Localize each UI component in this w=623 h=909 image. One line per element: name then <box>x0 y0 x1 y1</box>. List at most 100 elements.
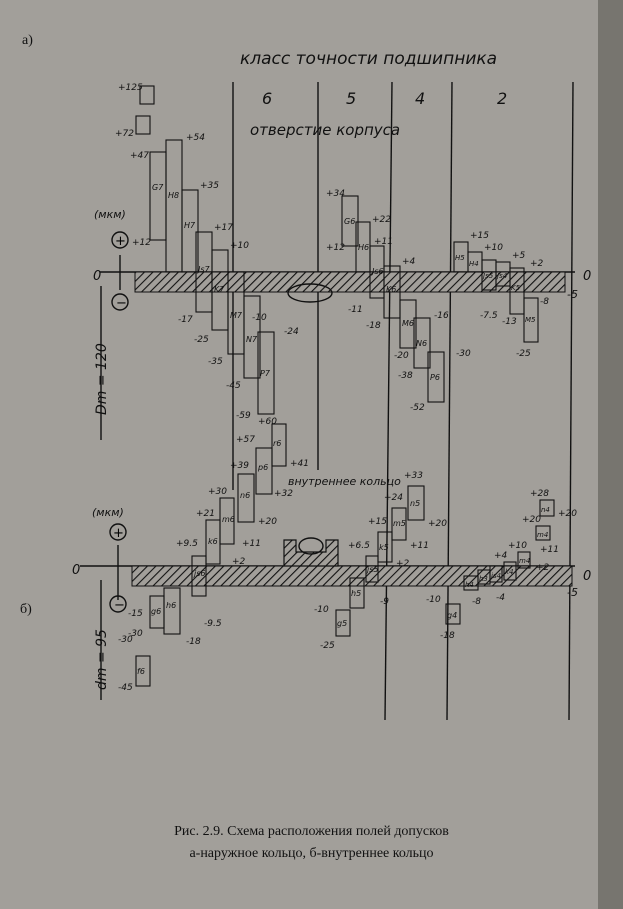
class-divider <box>568 81 574 721</box>
field-name: h3 <box>479 575 488 583</box>
field-upper: -16 <box>434 311 449 321</box>
outer-fields-class-6: G7 +47 +12 H8 +54 H7 +35 Js7 +17 -17 K7 … <box>130 133 299 421</box>
field-name: g4 <box>447 611 457 620</box>
field-name: M6 <box>402 319 414 328</box>
field-name: H8 <box>168 191 179 200</box>
field-f6 <box>135 655 151 687</box>
unit-label: (мкм) <box>94 208 126 221</box>
field-upper: +4 <box>494 551 508 561</box>
field-lower: -45 <box>118 683 133 693</box>
field-name: g6 <box>151 607 161 616</box>
field-name: G6 <box>344 217 355 226</box>
value-label: -5 <box>567 586 578 599</box>
field-upper: +5 <box>512 251 526 261</box>
plus-circle-icon <box>109 523 127 541</box>
housing-bore-label: отверстие корпуса <box>250 121 400 139</box>
inner-fields-class-6: f6 -30 -45 g6 -15 -30 h6 -18 js6 +9.5 -9… <box>118 417 309 693</box>
field-lower: -59 <box>236 411 251 421</box>
zero-label-inner-right: 0 <box>583 569 591 584</box>
field-lower: +11 <box>410 541 429 551</box>
field-lower: +2 <box>232 557 246 567</box>
field-upper: +10 <box>230 241 249 251</box>
field-g5 <box>335 609 351 637</box>
field-n5 <box>407 485 425 521</box>
field-name: P6 <box>430 373 440 382</box>
field-name: m4 <box>519 557 530 565</box>
field-box <box>139 85 155 105</box>
field-P6 <box>427 351 445 403</box>
field-lower: -20 <box>394 351 409 361</box>
outer-fields-class-4: K6 +4 -18 M6 -20 N6 -16 -38 P6 -30 -52 <box>366 257 471 413</box>
field-name: n4 <box>541 506 550 514</box>
field-m4 <box>517 551 531 569</box>
field-upper: +35 <box>200 181 219 191</box>
field-N6 <box>413 317 431 369</box>
bearing-class-header: класс точности подшипника <box>240 49 497 69</box>
field-k4 <box>503 561 517 581</box>
field-lower: -25 <box>516 349 531 359</box>
field-name: k4 <box>505 568 514 576</box>
field-lower: -35 <box>208 357 223 367</box>
field-name: H7 <box>184 221 196 230</box>
field-upper: -30 <box>456 349 471 359</box>
field-N7 <box>243 295 261 379</box>
field-name: g5 <box>337 619 347 628</box>
outer-fields-class-5: G6 +34 +12 H6 +22 Js6 +11 -11 <box>326 189 393 315</box>
class-divider <box>446 81 453 721</box>
minus-sign: − <box>114 598 125 613</box>
class-4: 4 <box>415 89 425 108</box>
field-upper: +33 <box>404 471 423 481</box>
field-lower: -9.5 <box>204 619 222 629</box>
field-name: n6 <box>240 491 250 500</box>
outer-diameter-label: Dm = 120 <box>94 343 110 415</box>
inner-fields-class-4-2: g4 -10 -18 h4 -8 h3 js4 +4 -4 k4 +10 m4 … <box>426 489 577 641</box>
field-upper: +21 <box>196 509 215 519</box>
field-upper: +6.5 <box>348 541 370 551</box>
field-box <box>135 115 151 135</box>
zero-label-outer-right: 0 <box>583 269 591 284</box>
field-lower: +12 <box>132 238 151 248</box>
field-name: h6 <box>166 601 176 610</box>
field-k5 <box>377 531 393 563</box>
field-lower: +11 <box>540 545 559 555</box>
field-name: k6 <box>208 537 218 546</box>
field-n6 <box>237 473 255 523</box>
field-lower: -13 <box>502 317 517 327</box>
field-lower: -17 <box>178 315 193 325</box>
field-m5 <box>391 507 407 541</box>
field-js4 <box>489 565 503 583</box>
field-M6 <box>399 299 417 349</box>
field-h5 <box>349 577 365 609</box>
field-lower: -38 <box>398 371 413 381</box>
figure-caption-line1: Рис. 2.9. Схема расположения полей допус… <box>174 824 449 839</box>
field-name: K5 <box>511 284 521 292</box>
field-upper: -10 <box>314 605 329 615</box>
field-name: H5 <box>455 254 465 262</box>
field-H8 <box>165 139 183 273</box>
field-name: m5 <box>393 519 406 528</box>
minus-circle-icon <box>109 595 127 613</box>
plus-circle-icon <box>111 231 129 249</box>
field-upper: +22 <box>372 215 391 225</box>
field-upper: -10 <box>252 313 267 323</box>
field-lower: +2 <box>536 563 550 573</box>
field-K6 <box>383 265 401 319</box>
field-name: H4 <box>469 260 479 268</box>
field-lower: +12 <box>326 243 345 253</box>
field-name: Js4 <box>495 272 507 280</box>
field-upper: +20 <box>522 515 541 525</box>
field-name: js4 <box>490 572 501 580</box>
field-js5 <box>365 555 379 583</box>
plus-sign: + <box>115 234 126 249</box>
field-lower: -8 <box>472 597 481 607</box>
value-label: +72 <box>115 129 134 139</box>
field-upper: +10 <box>484 243 503 253</box>
field-name: Js7 <box>196 265 211 274</box>
field-upper: +24 <box>384 493 403 503</box>
field-lower: -7.5 <box>480 311 498 321</box>
outer-fields-class-2: H5 +15 H4 +10 Js5 -7.5 Js4 +5 K5 +2 -13 … <box>453 231 549 359</box>
field-name: h5 <box>351 589 361 598</box>
field-upper: +47 <box>130 151 149 161</box>
class-5: 5 <box>346 89 356 108</box>
